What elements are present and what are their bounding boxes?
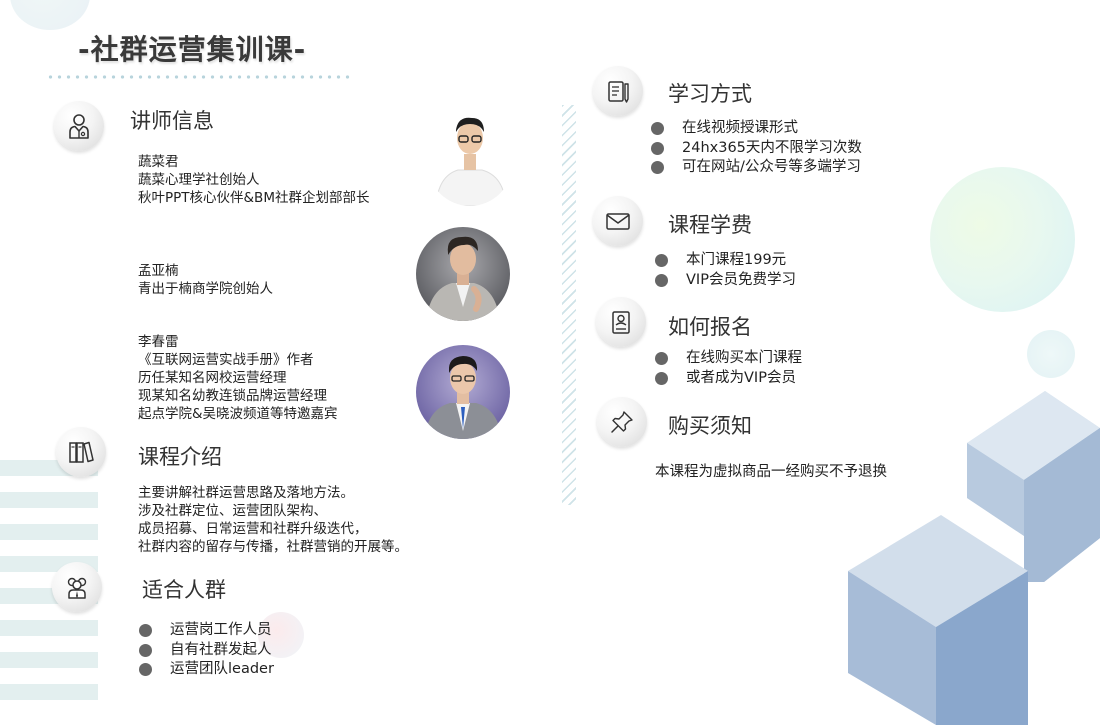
instructor-2-line: 青出于楠商学院创始人 bbox=[138, 281, 273, 297]
list-item: 24hx365天内不限学习次数 bbox=[651, 139, 862, 159]
bullet-dot bbox=[651, 122, 664, 136]
bullet-dot bbox=[655, 254, 668, 268]
instructor-section-icon bbox=[54, 101, 104, 151]
instructor-1-name: 蔬菜君 bbox=[138, 154, 179, 170]
audience-list: 运营岗工作人员 自有社群发起人 运营团队leader bbox=[139, 621, 274, 680]
fees-section-icon bbox=[593, 196, 643, 246]
title-dotted-divider bbox=[46, 75, 351, 79]
id-card-icon bbox=[612, 311, 630, 334]
fees-list: 本门课程199元 VIP会员免费学习 bbox=[655, 251, 796, 290]
bullet-dot bbox=[139, 663, 152, 677]
learning-list: 在线视频授课形式 24hx365天内不限学习次数 可在网站/公众号等多端学习 bbox=[651, 119, 862, 178]
books-icon bbox=[69, 441, 94, 463]
bullet-dot bbox=[655, 371, 668, 385]
decorative-gradient-circle bbox=[930, 167, 1075, 312]
audience-section-icon bbox=[52, 562, 102, 612]
instructor-3-photo bbox=[416, 345, 510, 439]
learning-section-icon bbox=[593, 66, 643, 116]
instructor-1-photo bbox=[428, 110, 512, 206]
bullet-dot bbox=[139, 643, 152, 657]
decorative-diagonal-band bbox=[562, 105, 576, 505]
signup-item-label: 或者成为VIP会员 bbox=[686, 369, 796, 386]
list-item: 运营团队leader bbox=[139, 660, 274, 680]
list-item: 运营岗工作人员 bbox=[139, 621, 274, 641]
instructor-3-line: 起点学院&吴晓波频道等特邀嘉宾 bbox=[138, 406, 338, 422]
instructor-3-info: 李春雷 《互联网运营实战手册》作者 历任某知名网校运营经理 现某知名幼教连锁品牌… bbox=[138, 333, 338, 423]
course-intro-text: 主要讲解社群运营思路及落地方法。 涉及社群定位、运营团队架构、 成员招募、日常运… bbox=[138, 484, 408, 556]
signup-section-icon bbox=[596, 297, 646, 347]
pushpin-icon bbox=[611, 411, 633, 433]
audience-item-label: 运营岗工作人员 bbox=[170, 622, 272, 638]
instructor-2-photo bbox=[416, 227, 510, 321]
instructor-3-name: 李春雷 bbox=[138, 334, 179, 350]
instructor-1-line: 秋叶PPT核心伙伴&BM社群企划部部长 bbox=[138, 190, 370, 206]
fees-section-title: 课程学费 bbox=[668, 213, 752, 237]
bullet-dot bbox=[655, 352, 668, 366]
instructor-1-line: 蔬菜心理学社创始人 bbox=[138, 172, 260, 188]
course-intro-line: 主要讲解社群运营思路及落地方法。 bbox=[138, 485, 354, 501]
learning-item-label: 24hx365天内不限学习次数 bbox=[682, 139, 862, 156]
list-item: 在线购买本门课程 bbox=[655, 349, 802, 369]
audience-section-title: 适合人群 bbox=[142, 578, 226, 602]
course-intro-line: 社群内容的留存与传播，社群营销的开展等。 bbox=[138, 539, 408, 555]
fees-item-label: 本门课程199元 bbox=[686, 252, 787, 268]
learning-section-title: 学习方式 bbox=[668, 82, 752, 106]
list-item: 自有社群发起人 bbox=[139, 641, 274, 661]
instructor-3-line: 历任某知名网校运营经理 bbox=[138, 370, 287, 386]
notebook-pen-icon bbox=[608, 81, 629, 103]
course-section-title: 课程介绍 bbox=[138, 445, 222, 469]
decorative-cube-back bbox=[967, 391, 1100, 582]
envelope-icon bbox=[606, 213, 630, 230]
course-intro-line: 成员招募、日常运营和社群升级迭代， bbox=[138, 521, 368, 537]
instructor-2-name: 孟亚楠 bbox=[138, 263, 179, 279]
audience-item-label: 运营团队leader bbox=[170, 661, 274, 677]
learning-item-label: 在线视频授课形式 bbox=[682, 120, 798, 136]
bullet-dot bbox=[651, 161, 664, 175]
learning-item-label: 可在网站/公众号等多端学习 bbox=[682, 159, 861, 175]
bullet-dot bbox=[139, 624, 152, 638]
list-item: 可在网站/公众号等多端学习 bbox=[651, 158, 862, 178]
course-intro-line: 涉及社群定位、运营团队架构、 bbox=[138, 503, 327, 519]
decorative-pink-circle bbox=[258, 612, 304, 658]
signup-list: 在线购买本门课程 或者成为VIP会员 bbox=[655, 349, 802, 388]
notice-section-title: 购买须知 bbox=[668, 414, 752, 438]
signup-item-label: 在线购买本门课程 bbox=[686, 350, 802, 366]
instructor-3-line: 《互联网运营实战手册》作者 bbox=[138, 352, 314, 368]
course-section-icon bbox=[56, 427, 106, 477]
signup-section-title: 如何报名 bbox=[668, 315, 752, 339]
bullet-dot bbox=[651, 141, 664, 155]
doctor-person-icon bbox=[69, 114, 89, 139]
page-title: -社群运营集训课- bbox=[78, 33, 307, 66]
instructor-3-line: 现某知名幼教连锁品牌运营经理 bbox=[138, 388, 327, 404]
bullet-dot bbox=[655, 273, 668, 287]
instructor-section-title: 讲师信息 bbox=[130, 109, 214, 133]
decorative-circle bbox=[10, 0, 90, 30]
notice-section-icon bbox=[597, 397, 647, 447]
audience-item-label: 自有社群发起人 bbox=[170, 641, 272, 658]
list-item: 在线视频授课形式 bbox=[651, 119, 862, 139]
list-item: 本门课程199元 bbox=[655, 251, 796, 271]
notice-text: 本课程为虚拟商品一经购买不予退换 bbox=[655, 464, 887, 480]
instructor-1-info: 蔬菜君 蔬菜心理学社创始人 秋叶PPT核心伙伴&BM社群企划部部长 bbox=[138, 153, 369, 207]
list-item: 或者成为VIP会员 bbox=[655, 369, 802, 389]
instructor-2-info: 孟亚楠 青出于楠商学院创始人 bbox=[138, 262, 273, 298]
group-people-icon bbox=[67, 577, 87, 599]
fees-item-label: VIP会员免费学习 bbox=[686, 271, 796, 288]
decorative-cube-front bbox=[848, 515, 1028, 725]
decorative-small-circle bbox=[1027, 330, 1075, 378]
list-item: VIP会员免费学习 bbox=[655, 271, 796, 291]
